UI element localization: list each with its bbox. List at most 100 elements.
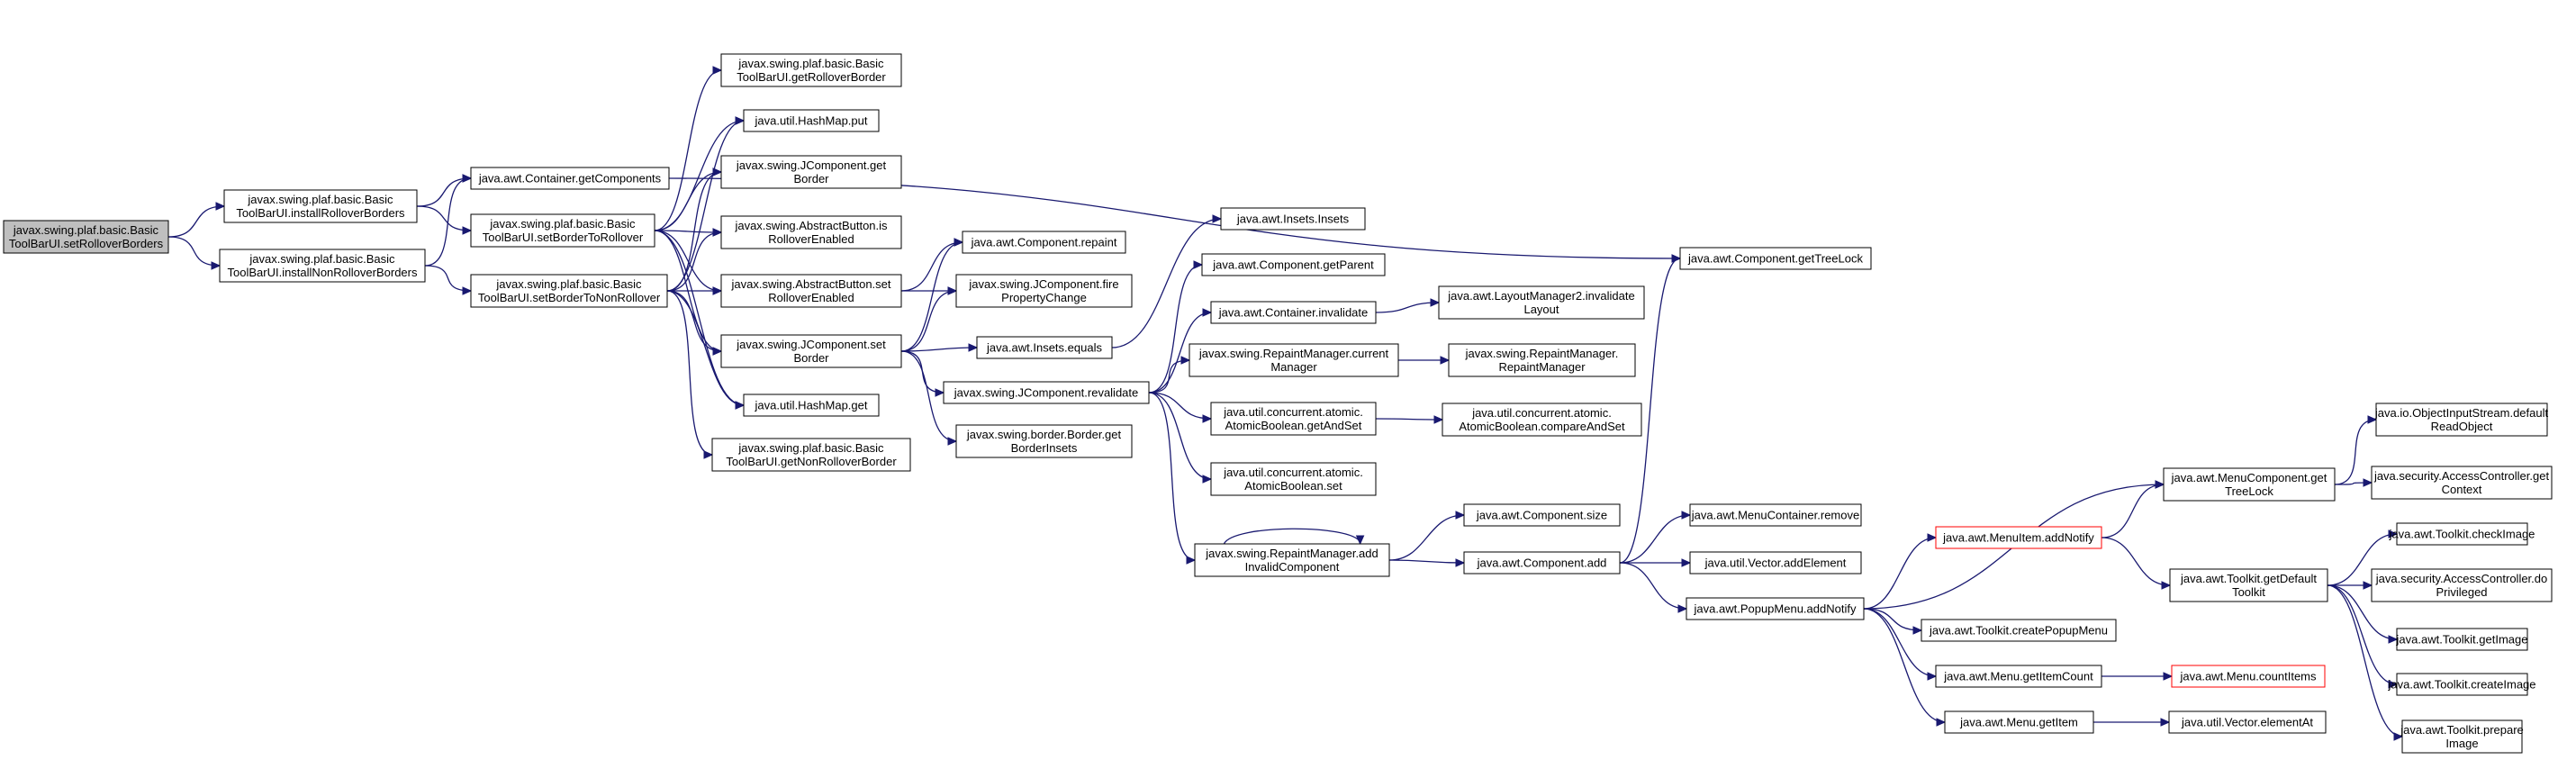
node-box[interactable]	[2375, 403, 2548, 437]
graph-node[interactable]: javax.swing.plaf.basic.BasicToolBarUI.se…	[470, 274, 668, 308]
node-box[interactable]	[2396, 673, 2528, 696]
graph-node[interactable]: java.awt.Component.repaint	[962, 231, 1126, 254]
node-box[interactable]	[1463, 551, 1621, 575]
graph-node[interactable]: java.awt.MenuComponent.getTreeLock	[2163, 467, 2336, 502]
node-box[interactable]	[1463, 503, 1621, 527]
graph-node[interactable]: javax.swing.RepaintManager.RepaintManage…	[1448, 343, 1636, 377]
graph-node[interactable]: java.awt.Toolkit.createPopupMenu	[1921, 619, 2117, 642]
node-box[interactable]	[470, 213, 655, 248]
graph-node[interactable]: javax.swing.AbstractButton.isRolloverEna…	[720, 215, 902, 249]
graph-node[interactable]: java.awt.Component.size	[1463, 503, 1621, 527]
node-box[interactable]	[219, 249, 426, 283]
graph-node[interactable]: java.io.ObjectInputStream.defaultReadObj…	[2374, 403, 2549, 437]
node-box[interactable]	[2401, 719, 2523, 754]
graph-node[interactable]: javax.swing.RepaintManager.currentManage…	[1189, 343, 1399, 377]
graph-node[interactable]: java.awt.Menu.getItem	[1944, 710, 2094, 734]
graph-node[interactable]: javax.swing.plaf.basic.BasicToolBarUI.in…	[219, 249, 426, 283]
node-box[interactable]	[720, 155, 902, 189]
node-box[interactable]	[976, 336, 1113, 359]
graph-node[interactable]: java.awt.Toolkit.getImage	[2396, 628, 2528, 651]
graph-node[interactable]: java.awt.Menu.getItemCount	[1935, 665, 2102, 688]
node-box[interactable]	[1201, 253, 1386, 276]
node-box[interactable]	[962, 231, 1126, 254]
node-box[interactable]	[2168, 710, 2327, 734]
node-box[interactable]	[1686, 597, 1865, 620]
node-box[interactable]	[1679, 247, 1872, 270]
truncated-node-box[interactable]	[2171, 665, 2326, 688]
graph-node[interactable]: java.awt.MenuContainer.remove	[1689, 503, 1862, 527]
node-box[interactable]	[743, 109, 880, 132]
node-box[interactable]	[470, 274, 668, 308]
node-box[interactable]	[1210, 462, 1377, 496]
graph-node[interactable]: javax.swing.border.Border.getBorderInset…	[955, 424, 1133, 458]
graph-node[interactable]: java.awt.Component.getTreeLock	[1679, 247, 1872, 270]
node-box[interactable]	[2371, 466, 2553, 500]
node-box[interactable]	[2396, 522, 2528, 546]
root-node-box[interactable]	[3, 220, 169, 254]
graph-node[interactable]: java.awt.MenuItem.addNotify	[1935, 526, 2102, 549]
node-box[interactable]	[711, 438, 911, 472]
node-box[interactable]	[1210, 301, 1377, 324]
graph-node[interactable]: java.awt.Container.getComponents	[470, 167, 670, 190]
node-box[interactable]	[2163, 467, 2336, 502]
graph-node[interactable]: javax.swing.plaf.basic.BasicToolBarUI.se…	[3, 220, 169, 254]
node-box[interactable]	[1210, 402, 1377, 436]
node-box[interactable]	[1921, 619, 2117, 642]
node-box[interactable]	[1935, 665, 2102, 688]
node-box[interactable]	[1689, 551, 1862, 575]
graph-node[interactable]: javax.swing.JComponent.revalidate	[943, 381, 1150, 404]
graph-node[interactable]: javax.swing.JComponent.setBorder	[720, 334, 902, 368]
node-box[interactable]	[470, 167, 670, 190]
graph-node[interactable]: java.awt.Component.getParent	[1201, 253, 1386, 276]
node-box[interactable]	[2169, 568, 2328, 602]
graph-node[interactable]: javax.swing.plaf.basic.BasicToolBarUI.ge…	[711, 438, 911, 472]
graph-node[interactable]: java.awt.Container.invalidate	[1210, 301, 1377, 324]
graph-node[interactable]: java.util.Vector.elementAt	[2168, 710, 2327, 734]
graph-node[interactable]: javax.swing.plaf.basic.BasicToolBarUI.in…	[223, 189, 418, 223]
node-box[interactable]	[943, 381, 1150, 404]
truncated-node-box[interactable]	[1935, 526, 2102, 549]
node-box[interactable]	[1194, 543, 1390, 577]
node-box[interactable]	[955, 274, 1133, 308]
node-box[interactable]	[720, 215, 902, 249]
graph-node[interactable]: javax.swing.JComponent.firePropertyChang…	[955, 274, 1133, 308]
graph-node[interactable]: java.util.HashMap.put	[743, 109, 880, 132]
graph-node[interactable]: java.security.AccessController.getContex…	[2371, 466, 2553, 500]
node-box[interactable]	[743, 394, 880, 417]
node-box[interactable]	[720, 334, 902, 368]
graph-node[interactable]: javax.swing.plaf.basic.BasicToolBarUI.se…	[470, 213, 655, 248]
graph-node[interactable]: java.awt.Insets.Insets	[1220, 207, 1366, 231]
node-box[interactable]	[1442, 403, 1642, 437]
node-box[interactable]	[1189, 343, 1399, 377]
node-box[interactable]	[955, 424, 1133, 458]
graph-node[interactable]: java.util.concurrent.atomic.AtomicBoolea…	[1442, 403, 1642, 437]
node-box[interactable]	[1448, 343, 1636, 377]
graph-node[interactable]: javax.swing.AbstractButton.setRolloverEn…	[720, 274, 902, 308]
node-box[interactable]	[223, 189, 418, 223]
graph-node[interactable]: java.awt.Insets.equals	[976, 336, 1113, 359]
graph-node[interactable]: java.awt.Toolkit.checkImage	[2389, 522, 2535, 546]
graph-node[interactable]: java.util.HashMap.get	[743, 394, 880, 417]
graph-node[interactable]: java.awt.Toolkit.createImage	[2387, 673, 2536, 696]
graph-node[interactable]: javax.swing.plaf.basic.BasicToolBarUI.ge…	[720, 53, 902, 87]
graph-node[interactable]: java.util.Vector.addElement	[1689, 551, 1862, 575]
node-box[interactable]	[1689, 503, 1862, 527]
graph-node[interactable]: java.awt.Component.add	[1463, 551, 1621, 575]
graph-node[interactable]: java.awt.Menu.countItems	[2171, 665, 2326, 688]
graph-node[interactable]: java.util.concurrent.atomic.AtomicBoolea…	[1210, 402, 1377, 436]
node-box[interactable]	[2396, 628, 2528, 651]
node-box[interactable]	[720, 274, 902, 308]
node-box[interactable]	[1438, 285, 1645, 320]
graph-node[interactable]: javax.swing.RepaintManager.addInvalidCom…	[1194, 543, 1390, 577]
graph-node[interactable]: java.awt.PopupMenu.addNotify	[1686, 597, 1865, 620]
graph-node[interactable]: java.security.AccessController.doPrivile…	[2371, 568, 2553, 602]
graph-node[interactable]: java.util.concurrent.atomic.AtomicBoolea…	[1210, 462, 1377, 496]
node-box[interactable]	[720, 53, 902, 87]
node-box[interactable]	[1220, 207, 1366, 231]
node-box[interactable]	[1944, 710, 2094, 734]
node-box[interactable]	[2371, 568, 2553, 602]
